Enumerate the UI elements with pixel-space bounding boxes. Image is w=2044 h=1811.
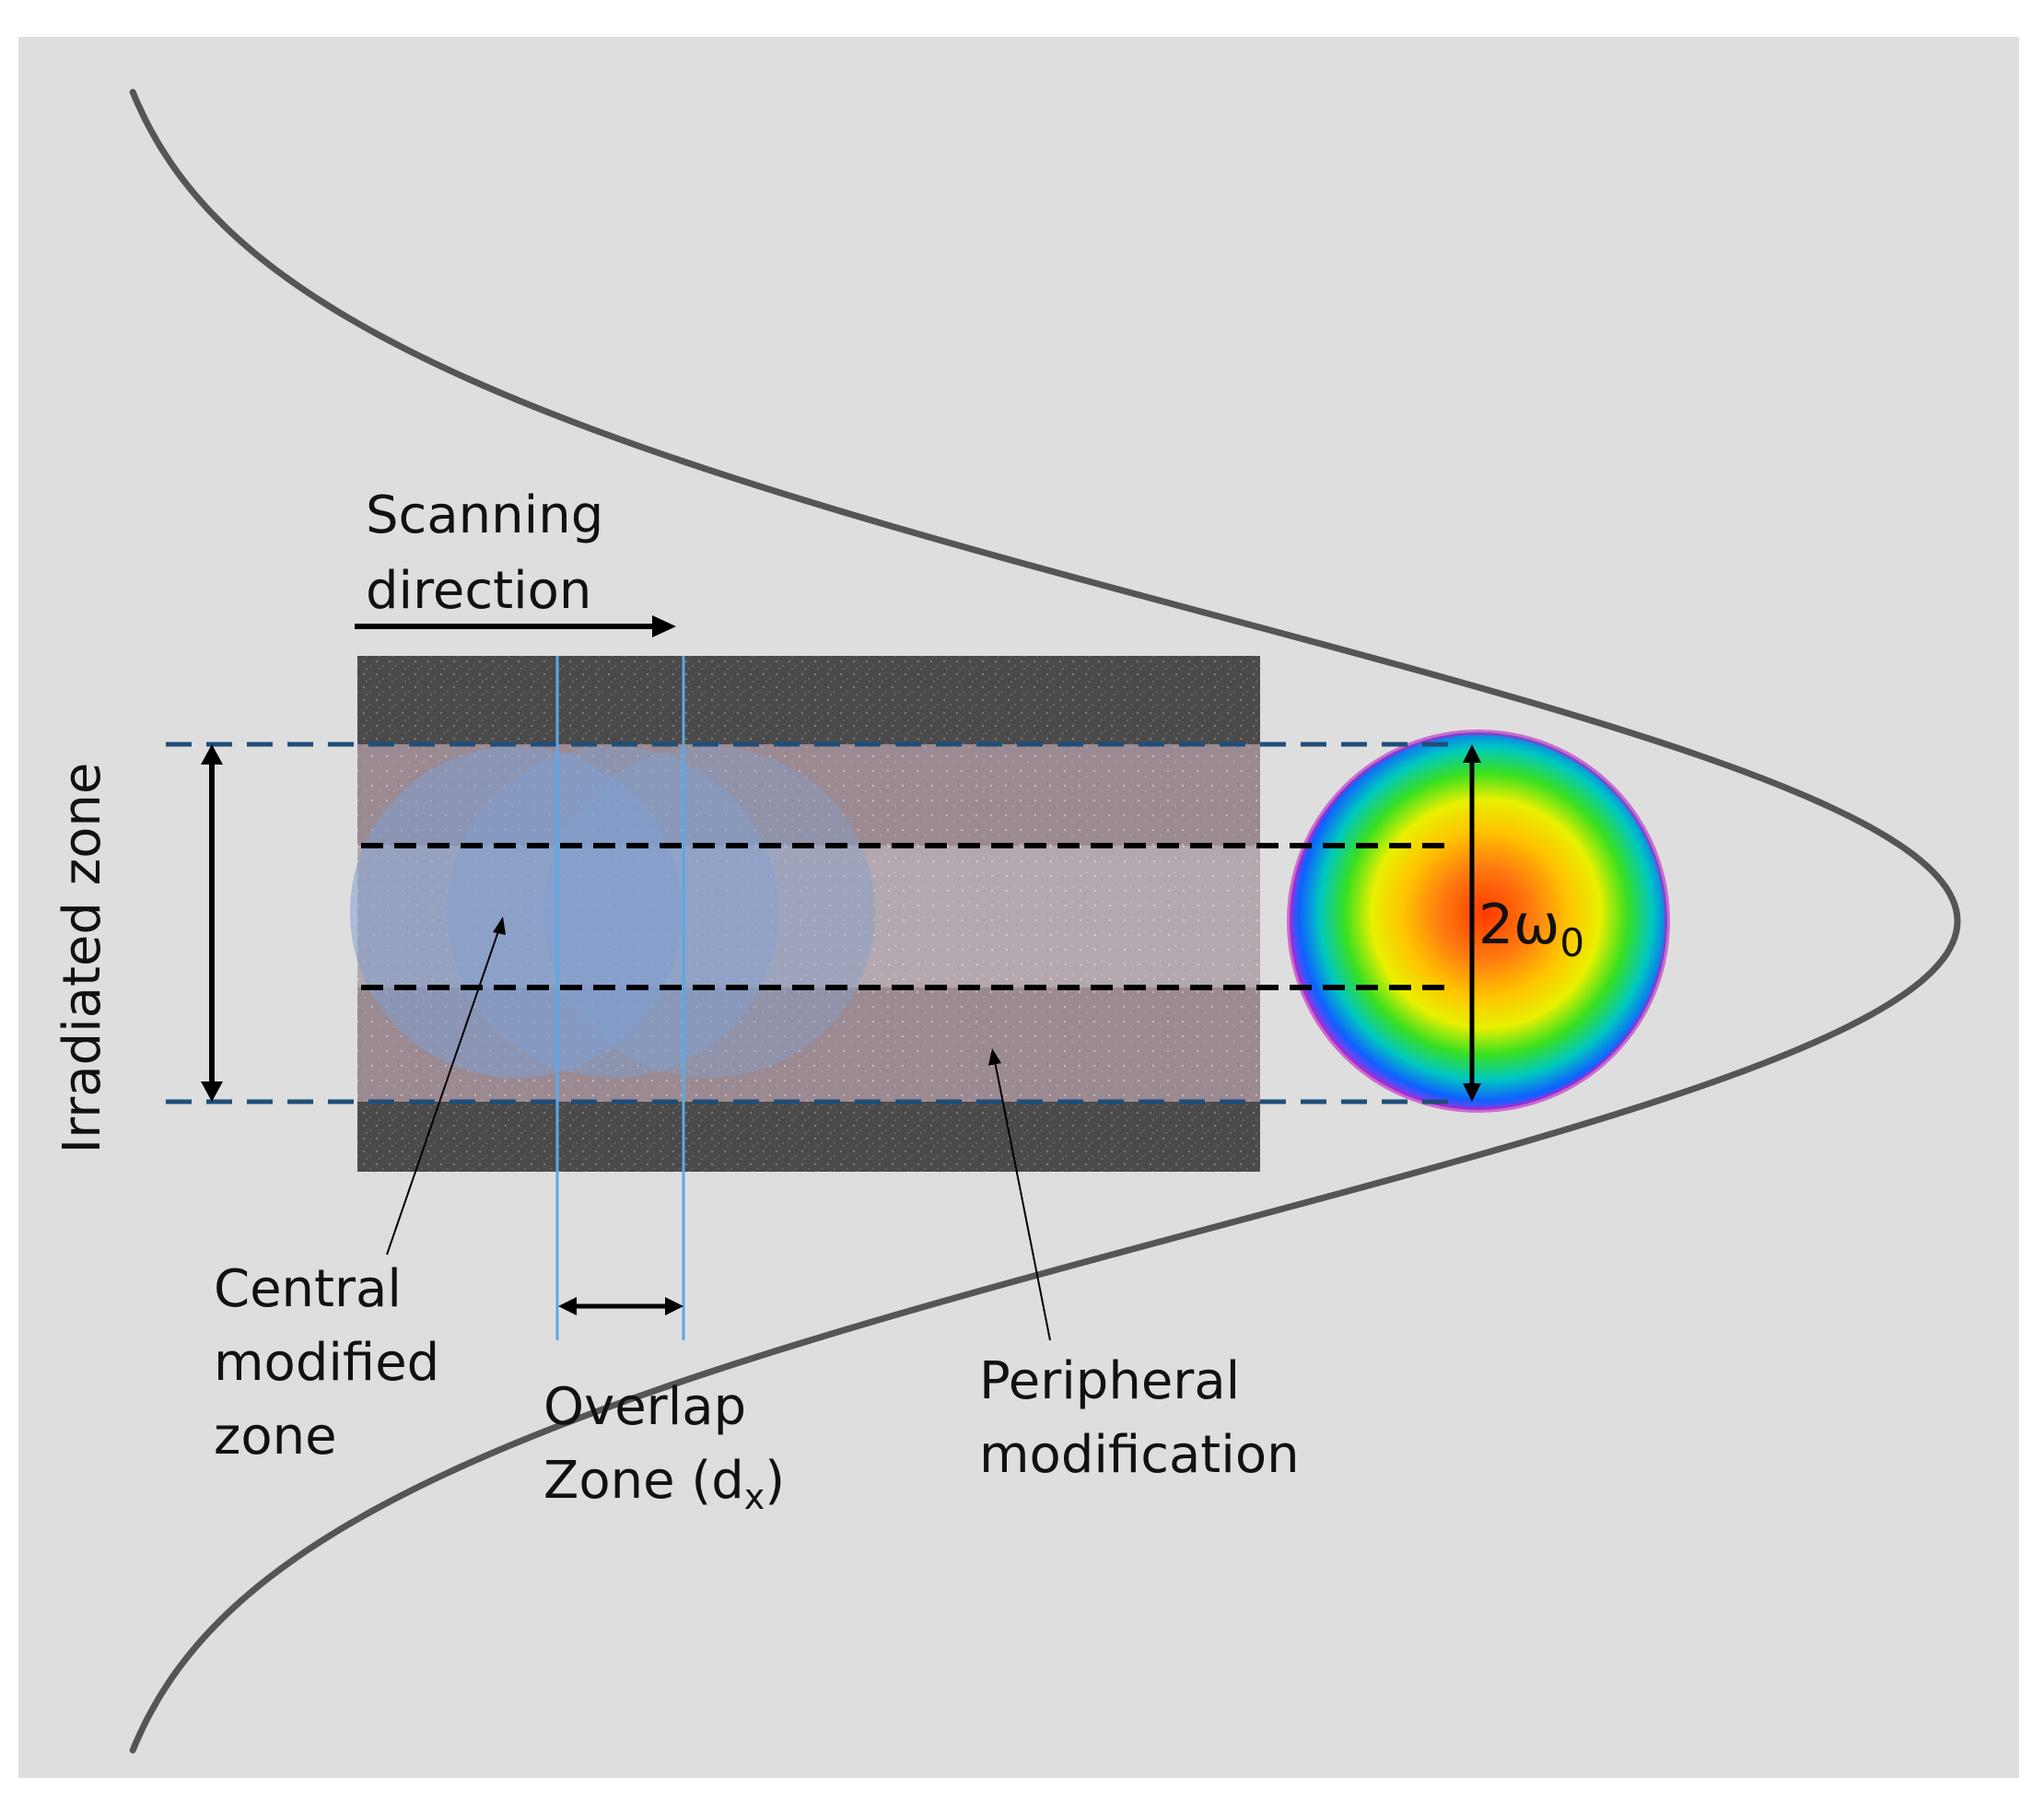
beam-diameter-label: 2ω0 [1478,893,1584,965]
beam-profile-edge [1287,730,1670,1113]
gaussian-curve [129,88,1961,1754]
scanning-direction-label-line2: direction [366,561,591,621]
beam-diameter-arrow-icon [1463,744,1481,1102]
irradiated-zone-label: Irradiated zone [53,763,112,1154]
peripheral-label-line2: modification [979,1425,1300,1485]
laser-spot-2 [447,746,778,1078]
overlap-zone-label-line1: Overlap [543,1377,746,1437]
double-horizontal-arrow-icon [558,1297,683,1315]
central-zone-label-line2: modified [214,1333,439,1393]
central-zone-label-line1: Central [214,1259,402,1319]
double-vertical-arrow-icon [201,744,223,1102]
laser-spot-3 [543,746,875,1078]
central-zone-label-line3: zone [214,1407,337,1466]
laser-spot-1 [350,746,682,1078]
beam-profile [1290,732,1667,1110]
peripheral-label-line1: Peripheral [979,1351,1240,1411]
central-zone-leader-arrow [386,917,506,1256]
right-arrow-icon [355,615,676,637]
scanning-direction-label-line1: Scanning [366,485,603,545]
overlap-zone-label-line2: Zone (dx) [543,1451,785,1517]
peripheral-leader-arrow [988,1048,1051,1341]
